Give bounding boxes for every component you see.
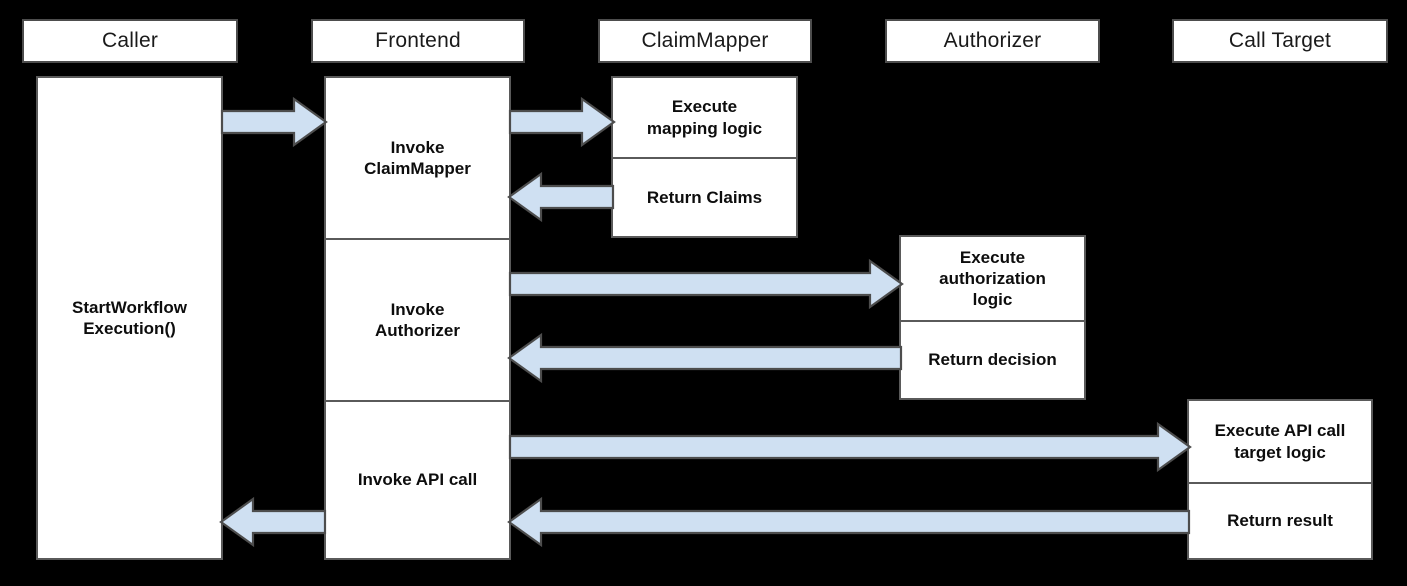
lifeline-header-caller-label: Caller bbox=[101, 29, 159, 52]
activation-calltarget-segment-2: Return result bbox=[1189, 482, 1371, 558]
activation-claimmapper-segment-1: Execute mapping logic bbox=[646, 97, 763, 138]
lifeline-header-frontend-label: Frontend bbox=[375, 29, 461, 52]
activation-authorizer: Execute authorization logic Return decis… bbox=[899, 235, 1086, 400]
message-arrow-calltarget-to-frontend bbox=[507, 496, 1191, 548]
activation-frontend: Invoke ClaimMapper Invoke Authorizer Inv… bbox=[324, 76, 511, 560]
activation-frontend-segment-2: Invoke Authorizer bbox=[326, 238, 509, 400]
activation-frontend-segment-3: Invoke API call bbox=[326, 400, 509, 558]
lifeline-header-authorizer: Authorizer bbox=[885, 19, 1100, 63]
activation-calltarget: Execute API call target logic Return res… bbox=[1187, 399, 1373, 560]
message-arrow-frontend-to-caller bbox=[219, 496, 327, 548]
lifeline-header-frontend: Frontend bbox=[311, 19, 525, 63]
lifeline-header-claimmapper-label: ClaimMapper bbox=[641, 29, 769, 52]
activation-caller-segment-1: StartWorkflow Execution() bbox=[72, 297, 187, 338]
message-arrow-caller-to-frontend bbox=[220, 96, 328, 148]
activation-calltarget-segment-1: Execute API call target logic bbox=[1214, 421, 1346, 462]
message-arrow-frontend-to-authorizer bbox=[508, 258, 904, 310]
activation-caller: StartWorkflow Execution() bbox=[36, 76, 223, 560]
activation-authorizer-segment-1: Execute authorization logic bbox=[939, 247, 1046, 310]
activation-claimmapper-segment-2: Return Claims bbox=[613, 157, 796, 236]
message-arrow-authorizer-to-frontend bbox=[507, 332, 903, 384]
activation-authorizer-segment-2: Return decision bbox=[901, 320, 1084, 398]
activation-frontend-segment-1: Invoke ClaimMapper bbox=[364, 137, 471, 178]
message-arrow-frontend-to-claimmapper bbox=[508, 96, 616, 148]
activation-claimmapper: Execute mapping logic Return Claims bbox=[611, 76, 798, 238]
lifeline-header-calltarget-label: Call Target bbox=[1228, 29, 1332, 52]
lifeline-header-claimmapper: ClaimMapper bbox=[598, 19, 812, 63]
lifeline-header-calltarget: Call Target bbox=[1172, 19, 1388, 63]
message-arrow-frontend-to-calltarget bbox=[508, 421, 1192, 473]
lifeline-header-authorizer-label: Authorizer bbox=[943, 29, 1042, 52]
lifeline-header-caller: Caller bbox=[22, 19, 238, 63]
message-arrow-claimmapper-to-frontend bbox=[507, 171, 615, 223]
